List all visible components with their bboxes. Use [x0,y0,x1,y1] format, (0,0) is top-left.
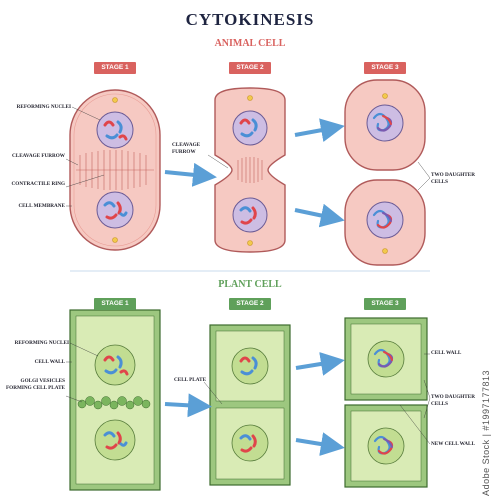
animal-stage2-cell [214,87,286,253]
label-cleavage-furrow: CLEAVAGE FURROW [12,153,65,159]
label-contractile-ring: CONTRACTILE RING [11,181,65,187]
plant-stage1-cell [69,309,161,491]
label-two-daughter-cells-plant: TWO DAUGHTER CELLS [431,394,475,407]
animal-cell-heading: ANIMAL CELL [214,38,286,49]
animal-stage3-top-cell [344,79,426,171]
animal-stage1-badge: STAGE 1 [94,62,136,74]
plant-cell-heading: PLANT CELL [218,279,282,290]
animal-arrows [164,118,345,228]
plant-stage3-top-cell [344,317,428,401]
plant-stage1-badge: STAGE 1 [94,298,136,310]
label-cleavage-furrow-stage2: CLEAVAGE FURROW [172,142,201,155]
plant-arrows [164,352,345,456]
label-reforming-nuclei: REFORMING NUCLEI [16,104,71,110]
animal-stage1-cell [69,89,161,251]
plant-stage2-badge: STAGE 2 [229,298,271,310]
label-two-daughter-cells-animal: TWO DAUGHTER CELLS [431,172,475,185]
label-new-cell-wall: NEW CELL WALL [431,441,475,447]
label-reforming-nuclei-plant: REFORMING NUCLEI [14,340,69,346]
label-golgi-vesicles: GOLGI VESICLES FORMING CELL PLATE [6,378,65,391]
plant-stage3-badge: STAGE 3 [364,298,406,310]
animal-stage2-badge: STAGE 2 [229,62,271,74]
plant-stage3-bottom-cell [344,404,428,488]
label-cell-membrane: CELL MEMBRANE [18,203,65,209]
animal-stage3-badge: STAGE 3 [364,62,406,74]
plant-stage2-cell [209,324,291,486]
label-cell-wall-right: CELL WALL [431,350,462,356]
label-cell-plate: CELL PLATE [174,377,207,383]
label-cell-wall: CELL WALL [34,359,65,365]
diagram-title: CYTOKINESIS [185,10,315,29]
animal-stage3-bottom-cell [344,179,426,266]
stock-watermark: Adobe Stock | #1997177813 [481,370,491,496]
